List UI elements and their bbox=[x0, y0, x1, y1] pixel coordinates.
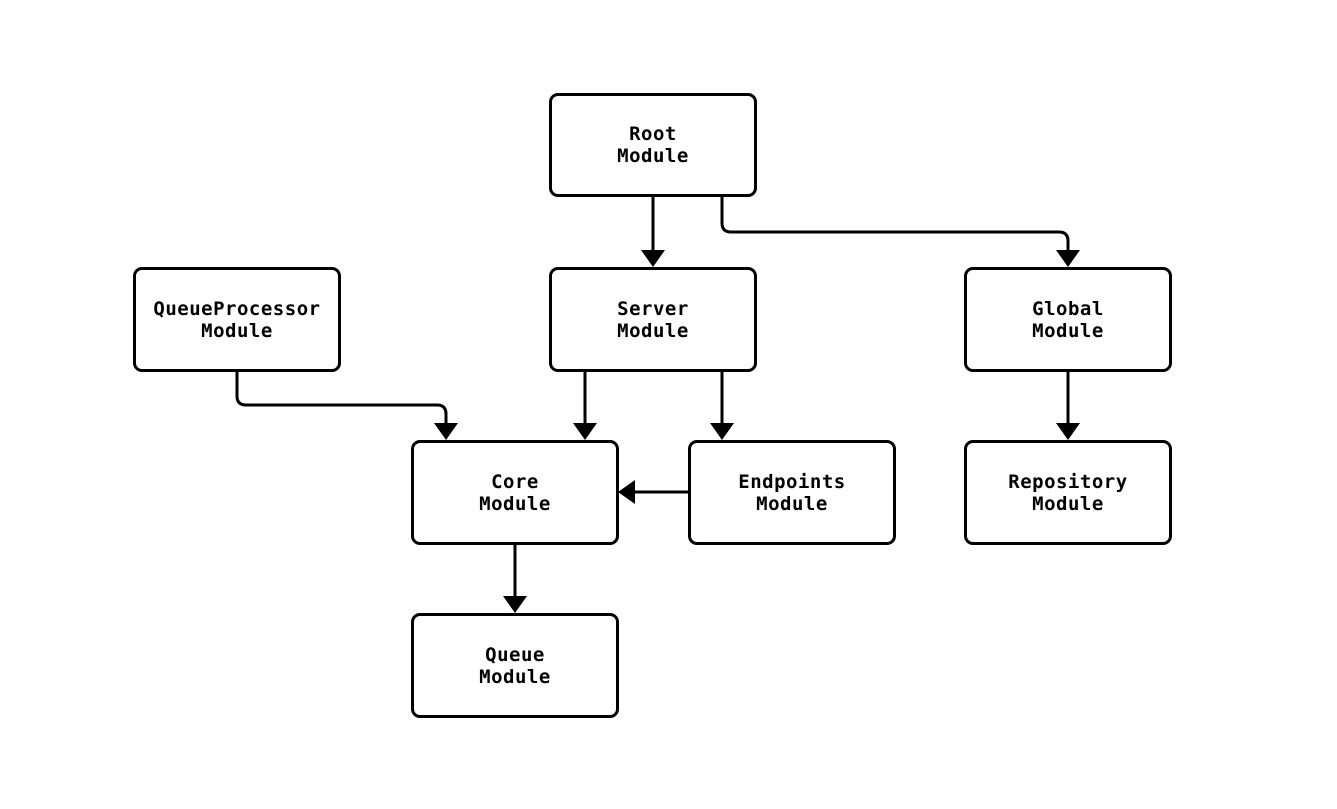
node-label-line: Module bbox=[201, 319, 273, 342]
node-label-line: Repository bbox=[1008, 470, 1128, 493]
node-label-line: Module bbox=[617, 145, 689, 167]
node-label-line: Root bbox=[629, 123, 677, 145]
edge-core-module-to-queue-module bbox=[503, 545, 527, 613]
node-label-line: Module bbox=[617, 319, 689, 342]
node-label-line: Module bbox=[479, 665, 551, 688]
arrowhead-icon bbox=[710, 423, 734, 440]
node-label-line: Server bbox=[617, 297, 689, 320]
node-label-line: Module bbox=[479, 492, 551, 515]
arrowhead-icon bbox=[503, 596, 527, 613]
edge-server-module-to-core-module bbox=[573, 372, 597, 440]
edge-global-module-to-repository-module bbox=[1056, 372, 1080, 440]
node-label-line: Endpoints bbox=[738, 470, 846, 493]
arrowhead-icon bbox=[1056, 250, 1080, 267]
node-label-line: Module bbox=[1032, 492, 1104, 515]
arrowhead-icon bbox=[573, 423, 597, 440]
node-label-line: QueueProcessor bbox=[153, 297, 321, 320]
edge-line bbox=[235, 372, 448, 425]
arrowhead-icon bbox=[641, 250, 665, 267]
edge-endpoints-module-to-core-module bbox=[618, 480, 688, 504]
arrowhead-icon bbox=[618, 480, 635, 504]
node-label-line: Module bbox=[1032, 319, 1104, 342]
edge-root-module-to-server-module bbox=[641, 197, 665, 267]
arrowhead-icon bbox=[1056, 423, 1080, 440]
node-label-line: Queue bbox=[485, 643, 545, 666]
node-label-line: Global bbox=[1032, 297, 1104, 320]
node-label-line: Core bbox=[491, 470, 539, 493]
edge-queueprocessor-module-to-core-module bbox=[235, 372, 458, 440]
edge-line bbox=[720, 197, 1070, 252]
arrowhead-icon bbox=[434, 423, 458, 440]
node-label-line: Module bbox=[756, 492, 828, 515]
edge-root-module-to-global-module bbox=[720, 197, 1080, 267]
edge-server-module-to-endpoints-module bbox=[710, 372, 734, 440]
